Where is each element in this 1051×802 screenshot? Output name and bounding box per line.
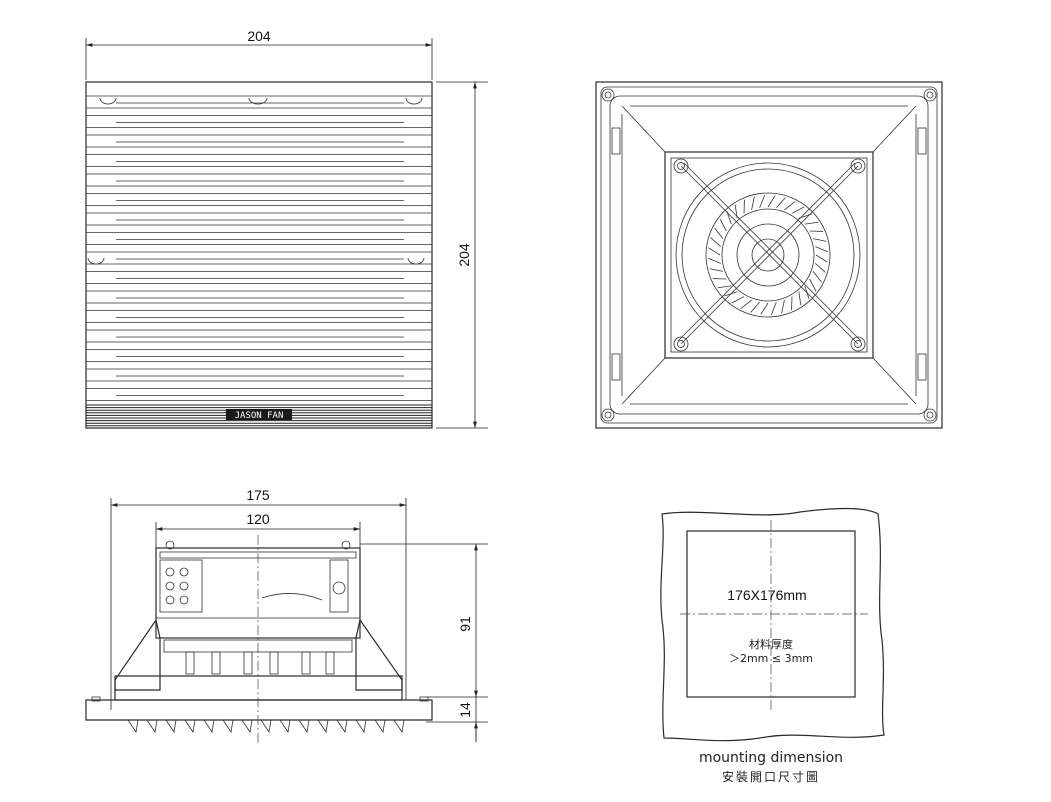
fan-blades	[707, 194, 829, 316]
mounting-caption: mounting dimension	[699, 750, 843, 766]
front-width-label: 204	[247, 28, 271, 44]
rear-view	[595, 81, 943, 429]
front-view: 204 204 JASON FAN	[85, 28, 488, 429]
thickness-label: ＞2mm ≤ 3mm	[729, 652, 813, 665]
cutout-size-label: 176X176mm	[727, 587, 806, 603]
grille-teeth	[127, 719, 413, 734]
base-flange	[85, 696, 433, 721]
front-width-dimension: 204	[85, 28, 433, 80]
fan-frame	[664, 151, 874, 359]
side-screw-icon	[332, 581, 346, 595]
front-height-dimension: 204	[436, 81, 488, 429]
side-view: 175 120 91 14	[85, 487, 488, 745]
panel-outline	[660, 507, 885, 742]
corner-screws	[601, 88, 937, 422]
fan-guard	[675, 162, 862, 348]
air-fins	[185, 651, 335, 675]
front-housing	[85, 81, 433, 429]
brand-label: JASON FAN	[235, 411, 284, 421]
side-outer-dimension: 175	[110, 487, 407, 710]
side-inner-dimension: 120	[155, 511, 361, 548]
side-clips	[611, 127, 927, 381]
filter-mat	[114, 675, 403, 701]
front-height-label: 204	[456, 243, 472, 267]
material-label: 材料厚度	[749, 637, 793, 651]
mounting-caption-cn: 安裝開口尺寸圖	[722, 769, 820, 784]
rear-frame-outer	[595, 81, 943, 429]
brand-plate	[226, 409, 292, 420]
side-flange-dimension: 14	[426, 697, 488, 742]
side-height-label: 91	[457, 616, 473, 632]
side-height-dimension: 91	[360, 543, 488, 698]
mounting-cutout: 176X176mm 材料厚度 ＞2mm ≤ 3mm mounting dimen…	[660, 507, 885, 784]
front-clips	[87, 97, 425, 265]
side-outer-label: 175	[246, 487, 270, 503]
funnel-lines	[621, 105, 917, 405]
fan-block	[155, 540, 361, 639]
housing-section	[114, 618, 403, 691]
fan-screws	[673, 158, 866, 352]
side-flange-label: 14	[457, 702, 473, 718]
side-inner-label: 120	[246, 511, 270, 527]
terminal-block	[165, 567, 189, 605]
front-louvers	[86, 95, 432, 401]
